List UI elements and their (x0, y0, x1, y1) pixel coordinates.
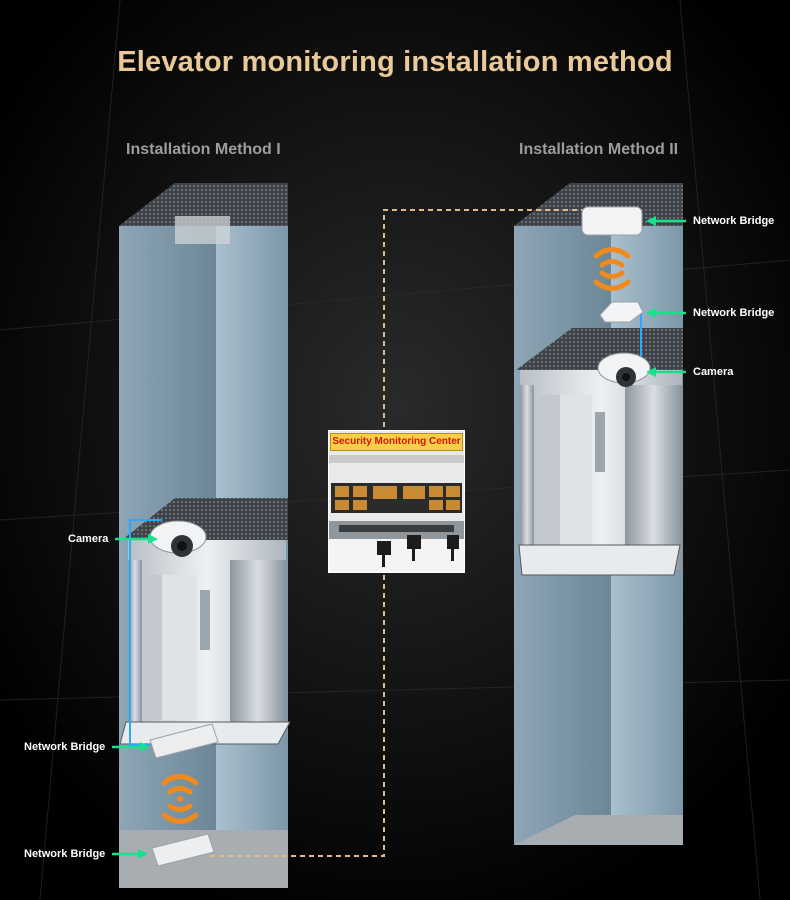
label-camera-1: Camera (68, 533, 109, 545)
network-bridge-icon (599, 301, 644, 323)
security-monitoring-center-title: Security Monitoring Center (330, 433, 463, 451)
label-network-bridge-2-top: Network Bridge (693, 215, 775, 227)
method-2-heading: Installation Method II (519, 141, 679, 158)
label-camera-2: Camera (693, 366, 734, 378)
elevator-car-1 (119, 498, 291, 745)
camera-icon (597, 352, 651, 387)
monitor-wall-icon (329, 455, 464, 572)
car-1-control-panel (200, 590, 210, 650)
car-2-floor (518, 544, 681, 576)
label-arrows (112, 216, 686, 859)
security-monitoring-center-panel (328, 430, 465, 573)
car-2-control-panel (595, 412, 605, 472)
shaft-1-ceiling-light (175, 216, 230, 244)
label-network-bridge-1-car: Network Bridge (24, 741, 106, 753)
shaft-2-pit-floor (514, 815, 683, 845)
network-bridge-icon (581, 206, 643, 236)
wifi-signal-icon (593, 247, 631, 291)
label-network-bridge-1-pit: Network Bridge (24, 848, 106, 860)
network-bridge-icon (149, 723, 219, 759)
shaft-1-ceiling (119, 183, 288, 226)
wifi-signal-icon (161, 774, 199, 824)
page-title: Elevator monitoring installation method (117, 46, 673, 78)
method-1-heading: Installation Method I (126, 141, 281, 158)
label-network-bridge-2-car: Network Bridge (693, 307, 775, 319)
network-bridge-icon (151, 833, 215, 867)
shaft-1-pit-floor (119, 830, 288, 888)
